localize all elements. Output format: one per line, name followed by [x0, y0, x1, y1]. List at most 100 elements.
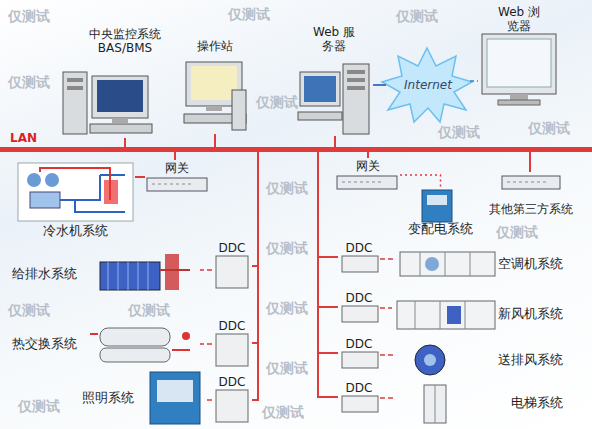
system-node: 变配电系统 [405, 188, 476, 238]
system-node: 冷水机系统 [15, 160, 135, 240]
watermark: 仅测试 [8, 302, 50, 320]
node-label: Web 浏览器 [494, 5, 544, 34]
watermark: 仅测试 [18, 398, 60, 416]
watermark: 仅测试 [128, 302, 170, 320]
browser-monitor [487, 39, 551, 87]
water-pumps [108, 262, 148, 290]
system-node: 热交换系统 [10, 320, 200, 368]
system-node: 电梯系统 [395, 382, 565, 424]
node-label: 其他第三方系统 [489, 202, 573, 216]
web-server [298, 64, 369, 134]
elevator-symbol [424, 385, 446, 423]
water-pumps [165, 254, 179, 290]
watermark: 仅测试 [266, 300, 308, 318]
gateway-node: 网关 [335, 158, 400, 192]
node-label: 操作站 [197, 39, 233, 53]
cloud-node: Internet [386, 55, 470, 115]
bms-computer [63, 72, 87, 134]
gateway-device [147, 176, 560, 191]
node-label: Internet [404, 78, 452, 92]
chiller-illustration [104, 180, 118, 204]
web-server [347, 78, 365, 82]
node-label: 热交换系统 [12, 336, 77, 352]
ddc-node: DDC [338, 290, 380, 324]
computer-node: Web 服务器 [295, 24, 373, 136]
watermark: 仅测试 [8, 74, 50, 92]
node-label: 空调机系统 [498, 256, 563, 272]
ddc-box [342, 306, 378, 322]
heat-exchanger [90, 334, 190, 350]
node-label: 照明系统 [82, 390, 134, 406]
watermark: 仅测试 [438, 124, 480, 142]
ddc-node: DDC [212, 374, 252, 426]
watermark: 仅测试 [528, 120, 570, 138]
connector [318, 152, 338, 257]
connector [318, 152, 338, 307]
fresh-air-unit [415, 301, 465, 329]
connector [174, 152, 176, 160]
chiller-illustration [18, 163, 133, 221]
workstation [232, 90, 246, 130]
ddc-node: DDC [212, 318, 252, 368]
internet-cloud [382, 48, 472, 122]
watermark: 仅测试 [266, 180, 308, 198]
web-server [300, 72, 340, 106]
water-pumps [100, 254, 190, 290]
node-label: 冷水机系统 [43, 223, 108, 239]
chiller-illustration [45, 173, 59, 187]
node-label: LAN [10, 131, 37, 145]
browser-monitor [498, 100, 540, 105]
workstation [184, 62, 246, 130]
connector [470, 80, 478, 82]
bms-computer [92, 76, 148, 118]
web-server [298, 112, 342, 120]
browser-monitor [482, 34, 556, 105]
web-server [343, 64, 369, 134]
gateway-device [152, 182, 547, 184]
watermark: 仅测试 [8, 8, 50, 26]
web-server [347, 70, 365, 74]
bms-computer [112, 118, 128, 123]
node-label: DDC [346, 337, 373, 351]
connector [205, 399, 212, 401]
node-label: 送排风系统 [498, 352, 563, 368]
watermark: 仅测试 [256, 94, 298, 112]
bms-computer [67, 78, 83, 82]
system-node: 照明系统 [80, 370, 205, 426]
heat-exchanger [182, 332, 190, 340]
ddc-node: DDC [338, 336, 380, 370]
web-server [304, 76, 336, 102]
watermark: 仅测试 [228, 6, 270, 24]
heat-exchanger [100, 348, 170, 362]
system-node: 空调机系统 [395, 244, 565, 284]
connector [318, 152, 338, 353]
connector [200, 269, 212, 271]
lan-bus: LAN [0, 147, 592, 152]
chiller-illustration [60, 175, 125, 212]
node-label: 给排水系统 [12, 266, 77, 282]
ddc-box [216, 334, 248, 366]
node-label: 网关 [356, 159, 380, 173]
watermark: 仅测试 [396, 8, 438, 26]
ahu-illustration [400, 252, 495, 276]
connector [124, 138, 126, 147]
workstation [206, 106, 222, 111]
bms-computer [90, 124, 152, 133]
bms-computer [97, 80, 143, 112]
ddc-node: DDC [212, 240, 252, 292]
heat-exchanger [90, 328, 190, 362]
browser-monitor [482, 34, 556, 94]
fan-symbol [415, 345, 445, 375]
ddc-box [216, 390, 248, 422]
connector [135, 176, 145, 178]
ahu-illustration [400, 252, 495, 276]
node-label: DDC [346, 241, 373, 255]
connector [252, 152, 258, 400]
node-label: Web 服务器 [310, 25, 358, 54]
elevator-symbol [435, 385, 436, 423]
node-label: DDC [219, 375, 246, 389]
elevator-symbol [424, 385, 446, 423]
connector [367, 152, 369, 158]
connector [318, 152, 338, 397]
node-label: DDC [346, 381, 373, 395]
